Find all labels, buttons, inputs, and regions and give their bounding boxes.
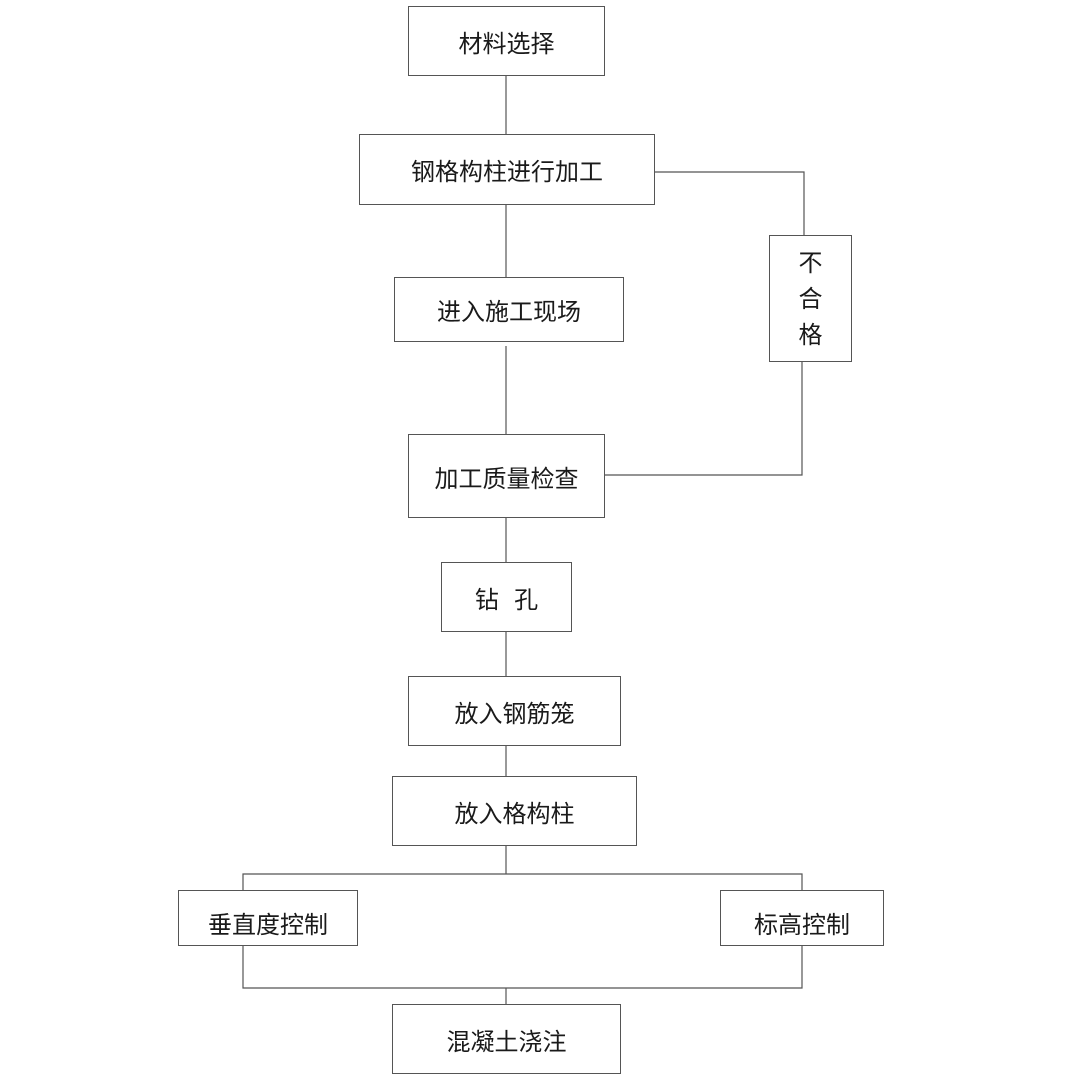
node-label: 垂直度控制 [208, 910, 328, 939]
node-steel-lattice-processing: 钢格构柱进行加工 [359, 134, 655, 205]
node-label: 进入施工现场 [437, 298, 581, 326]
node-label: 放入钢筋笼 [454, 699, 575, 728]
node-label: 混凝土浇注 [446, 1027, 567, 1056]
node-place-rebar-cage: 放入钢筋笼 [408, 676, 621, 746]
connector-merge-branches [242, 945, 803, 989]
node-place-lattice-column: 放入格构柱 [392, 776, 637, 846]
node-drilling: 钻 孔 [441, 562, 572, 632]
node-material-selection: 材料选择 [408, 6, 605, 76]
node-label: 钢格构柱进行加工 [411, 158, 603, 186]
connector-split-branches [242, 873, 803, 890]
connector-processing-to-unqualified [654, 171, 805, 235]
node-quality-inspection: 加工质量检查 [408, 434, 605, 518]
node-enter-site: 进入施工现场 [394, 277, 624, 342]
node-verticality-control: 垂直度控制 [178, 890, 358, 946]
node-label: 钻 孔 [474, 585, 539, 614]
node-elevation-control: 标高控制 [720, 890, 884, 946]
node-label: 材料选择 [458, 29, 555, 58]
node-label-char: 不 [798, 248, 823, 277]
node-unqualified: 不 合 格 [769, 235, 852, 362]
node-label: 标高控制 [754, 910, 850, 939]
node-label-char: 合 [798, 284, 823, 313]
node-label: 加工质量检查 [434, 464, 579, 493]
node-label-char: 格 [798, 320, 823, 349]
connector-unqualified-to-inspection [605, 361, 803, 476]
node-concrete-pouring: 混凝土浇注 [392, 1004, 621, 1074]
node-label: 放入格构柱 [454, 799, 575, 828]
